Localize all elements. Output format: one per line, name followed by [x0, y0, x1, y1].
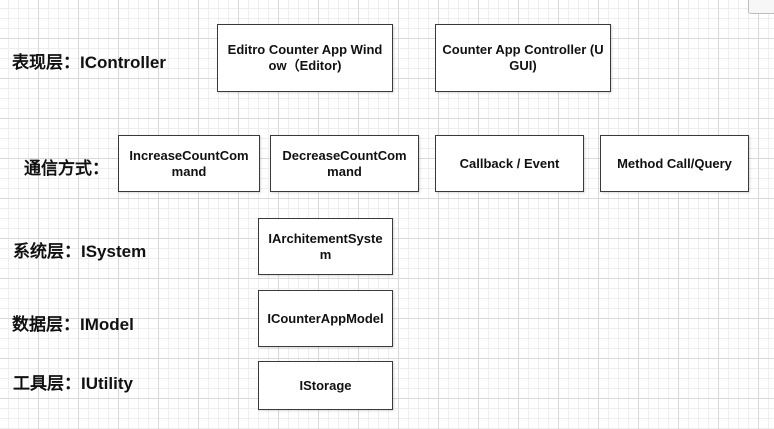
label-model-layer: 数据层：IModel — [12, 315, 134, 334]
box-editor-window[interactable]: Editro Counter App Window（Editor) — [217, 24, 393, 92]
box-counter-controller[interactable]: Counter App Controller (UGUI) — [435, 24, 611, 92]
box-storage[interactable]: IStorage — [258, 361, 393, 410]
label-communication: 通信方式： — [24, 159, 109, 178]
box-increase-command[interactable]: IncreaseCountCommand — [118, 135, 260, 192]
label-utility-layer: 工具层：IUtility — [13, 374, 133, 393]
box-method-call[interactable]: Method Call/Query — [600, 135, 749, 192]
box-decrease-command[interactable]: DecreaseCountCommand — [270, 135, 419, 192]
box-callback-event[interactable]: Callback / Event — [435, 135, 584, 192]
canvas-corner-handle[interactable] — [748, 0, 774, 14]
box-counter-model[interactable]: ICounterAppModel — [258, 290, 393, 347]
box-architecture-system[interactable]: IArchitementSystem — [258, 218, 393, 275]
label-presentation-layer: 表现层：IController — [12, 53, 166, 72]
label-system-layer: 系统层：ISystem — [13, 242, 147, 261]
